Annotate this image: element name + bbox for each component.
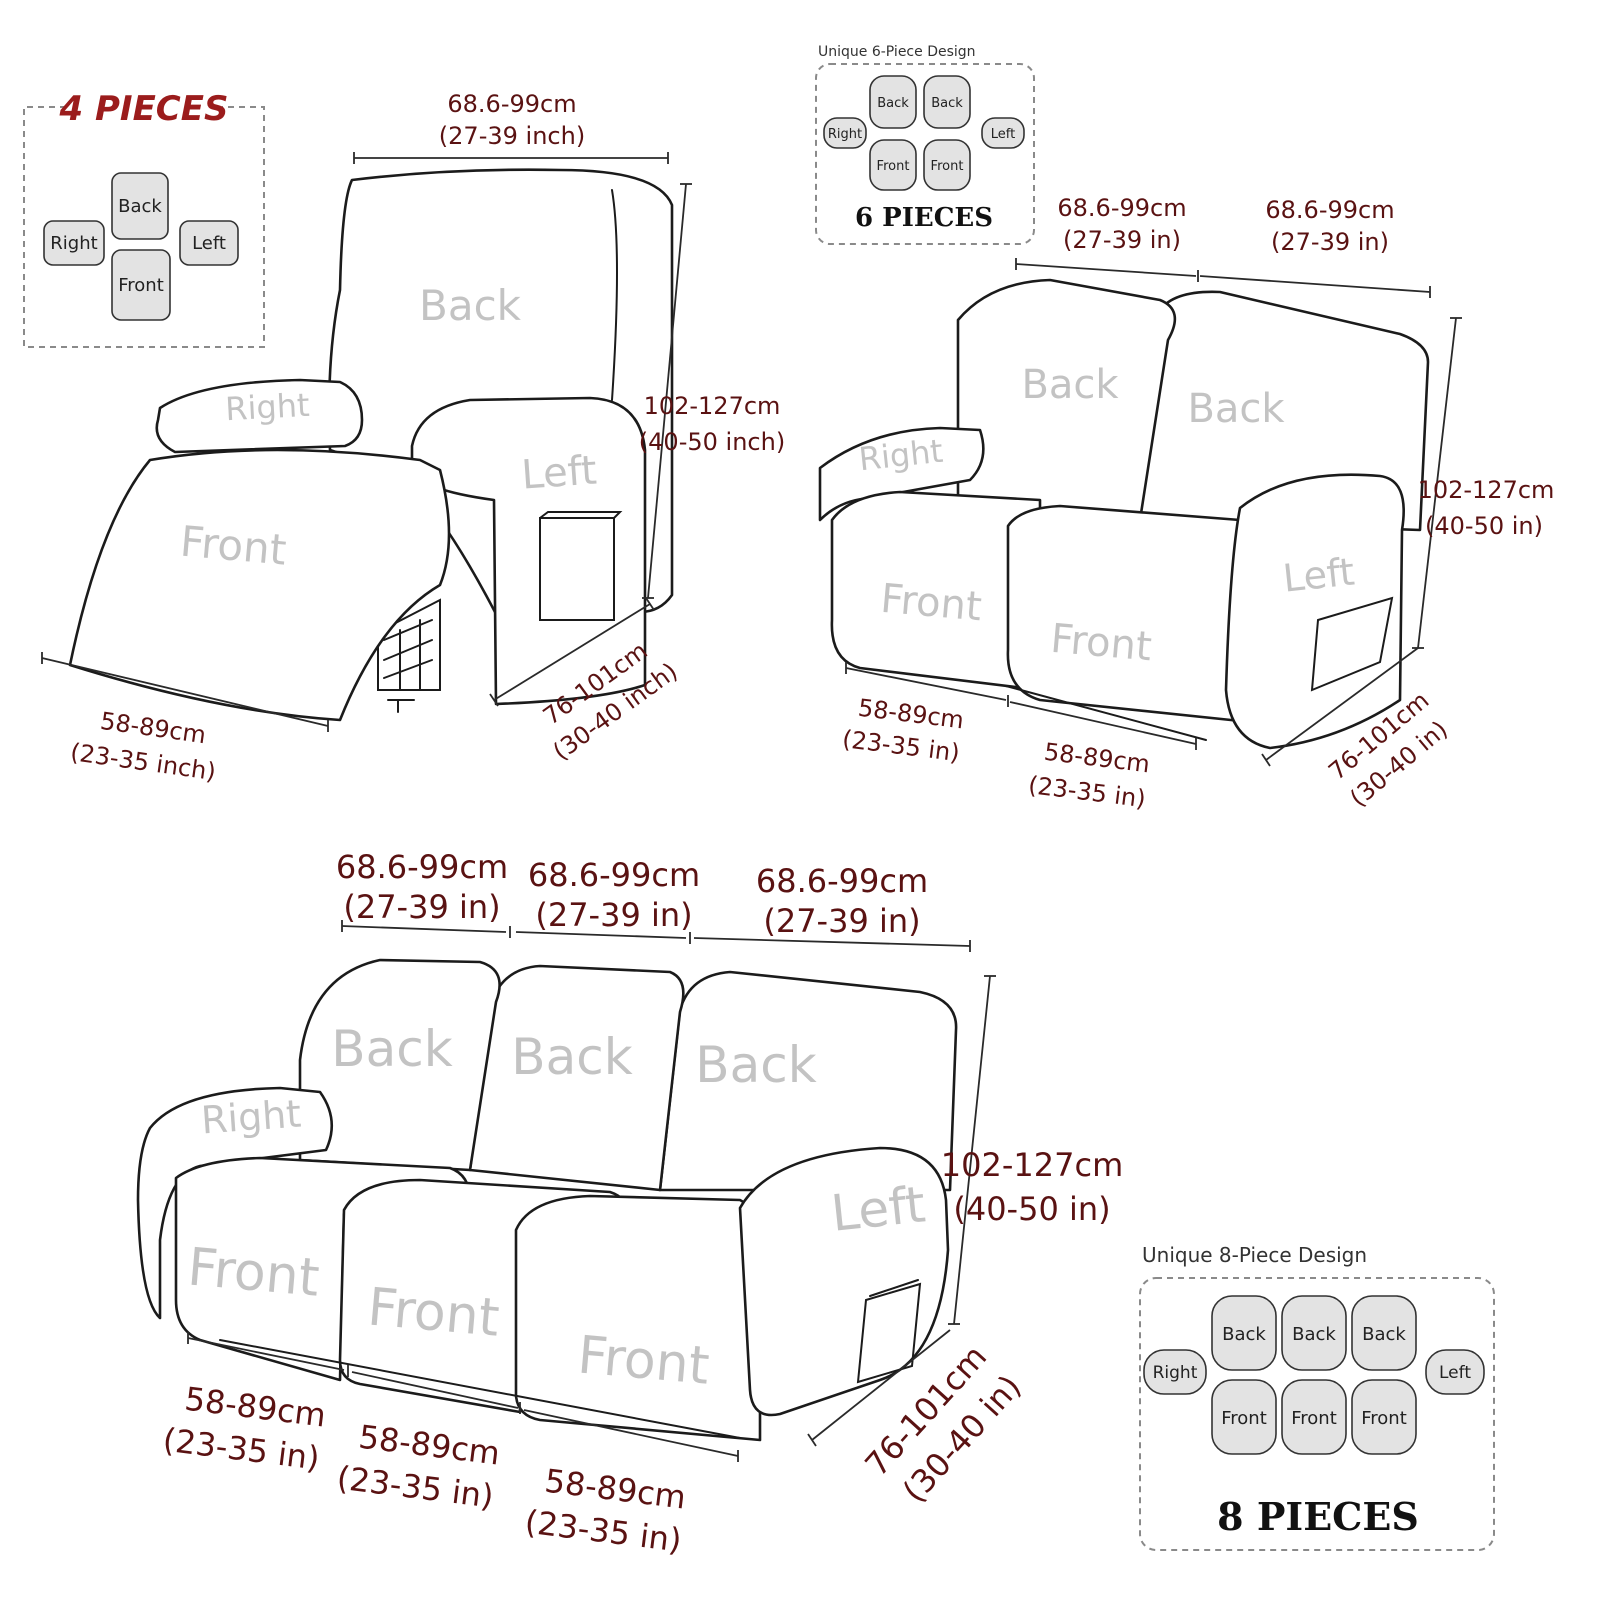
- sofa-back-label-2: Back: [511, 1028, 632, 1086]
- four-pieces-title: 4 PIECES: [59, 89, 229, 129]
- recliner-width-cm: 68.6-99cm: [447, 90, 576, 118]
- sofa-width-in-2: (27-39 in): [535, 896, 692, 934]
- loveseat-drawing: Back Back Right Left Front Front: [818, 278, 1430, 750]
- recliner-left-arm: [410, 396, 647, 706]
- six-chip-front-1: Front: [877, 159, 910, 174]
- sofa-width-cm-2: 68.6-99cm: [528, 856, 700, 894]
- sofa-back-3: [658, 970, 958, 1192]
- recliner-height-cm: 102-127cm: [644, 392, 781, 420]
- recliner-back-label: Back: [419, 281, 522, 330]
- eight-chip-front-2: Front: [1291, 1408, 1337, 1429]
- six-pieces-caption: Unique 6-Piece Design: [818, 44, 976, 60]
- sofa-back-label-1: Back: [331, 1020, 452, 1078]
- chip-back-label: Back: [118, 196, 162, 217]
- sofa-width-cm-1: 68.6-99cm: [336, 848, 508, 886]
- recliner-width-inch: (27-39 inch): [439, 122, 585, 150]
- recliner-drawing: Back Right Left Front: [68, 168, 674, 722]
- six-chip-back-1: Back: [877, 96, 909, 111]
- sofa-left-label: Left: [828, 1175, 928, 1243]
- eight-chip-back-2: Back: [1292, 1324, 1336, 1345]
- sofa-back-label-3: Back: [695, 1036, 816, 1094]
- loveseat-back-label-2: Back: [1187, 386, 1285, 432]
- eight-pieces-title: 8 PIECES: [1217, 1494, 1419, 1539]
- chip-back: Back: [111, 172, 169, 240]
- recliner-height-inch: (40-50 inch): [639, 428, 785, 456]
- loveseat-left-label: Left: [1281, 549, 1357, 600]
- loveseat-front-label-2: Front: [1049, 616, 1154, 671]
- chip-right-label: Right: [50, 233, 97, 254]
- sofa-width-in-3: (27-39 in): [763, 902, 920, 940]
- chip-front-label: Front: [118, 275, 164, 296]
- recliner-right-label: Right: [224, 386, 310, 428]
- loveseat-width-in-2: (27-39 in): [1271, 228, 1389, 256]
- loveseat-back-left: [956, 278, 1177, 522]
- eight-chip-left: Left: [1439, 1363, 1471, 1383]
- eight-pieces-legend: Unique 8-Piece Design Back Back Back Rig…: [1139, 1243, 1495, 1551]
- recliner-front: [68, 448, 451, 722]
- sofa-width-in-1: (27-39 in): [343, 888, 500, 926]
- six-chip-left: Left: [991, 127, 1015, 142]
- sofa-left-arm: [738, 1146, 950, 1417]
- loveseat-width-in-1: (27-39 in): [1063, 226, 1181, 254]
- recliner-left-label: Left: [520, 447, 598, 498]
- loveseat-width-cm-1: 68.6-99cm: [1057, 194, 1186, 222]
- sofa-height-in: (40-50 in): [953, 1190, 1110, 1228]
- eight-chip-back-1: Back: [1222, 1324, 1266, 1345]
- four-pieces-legend: 4 PIECES Back Right Left Front: [23, 89, 265, 348]
- loveseat-left-arm: [1224, 473, 1405, 750]
- six-chip-front-2: Front: [931, 159, 964, 174]
- six-chip-back-2: Back: [931, 96, 963, 111]
- loveseat-height-cm: 102-127cm: [1418, 476, 1555, 504]
- six-pieces-title: 6 PIECES: [855, 203, 993, 233]
- loveseat-front-label-1: Front: [879, 576, 984, 631]
- loveseat-width-cm-2: 68.6-99cm: [1265, 196, 1394, 224]
- sofa-front-label-1: Front: [185, 1237, 321, 1308]
- sofa-front-label-2: Front: [365, 1277, 501, 1348]
- loveseat-back-right: [1138, 290, 1430, 532]
- sofa-width-cm-3: 68.6-99cm: [756, 862, 928, 900]
- eight-pieces-caption: Unique 8-Piece Design: [1142, 1243, 1367, 1267]
- loveseat-footrest-in-2: (23-35 in): [1027, 771, 1148, 813]
- loveseat-right-arm: [818, 426, 985, 522]
- eight-chip-front-1: Front: [1221, 1408, 1267, 1429]
- chip-right: Right: [43, 220, 105, 266]
- loveseat-back-label-1: Back: [1021, 362, 1119, 408]
- loveseat-front-right: [1006, 504, 1252, 724]
- recliner-front-label: Front: [178, 517, 288, 575]
- chip-left: Left: [179, 220, 239, 266]
- sofa-right-label: Right: [200, 1092, 303, 1143]
- eight-chip-back-3: Back: [1362, 1324, 1406, 1345]
- six-pieces-legend: Unique 6-Piece Design Back Back Right Le…: [815, 44, 1035, 245]
- eight-chip-right: Right: [1153, 1363, 1198, 1383]
- chip-left-label: Left: [192, 233, 226, 254]
- sofa-back-1: [298, 958, 501, 1172]
- sofa-front-label-3: Front: [575, 1325, 711, 1396]
- loveseat-height-in: (40-50 in): [1425, 512, 1543, 540]
- sofa-height-cm: 102-127cm: [941, 1146, 1123, 1184]
- six-chip-right: Right: [828, 127, 862, 142]
- eight-chip-front-3: Front: [1361, 1408, 1407, 1429]
- sofa-drawing: Back Back Back Right Left Front Front Fr…: [136, 958, 958, 1442]
- chip-front: Front: [111, 249, 171, 321]
- recliner-right-arm: [155, 378, 364, 454]
- sofa-back-2: [468, 964, 685, 1192]
- loveseat-right-label: Right: [857, 432, 945, 479]
- loveseat-footrest-cm-2: 58-89cm: [1043, 738, 1152, 779]
- recliner-footrest-cm: 58-89cm: [99, 707, 208, 750]
